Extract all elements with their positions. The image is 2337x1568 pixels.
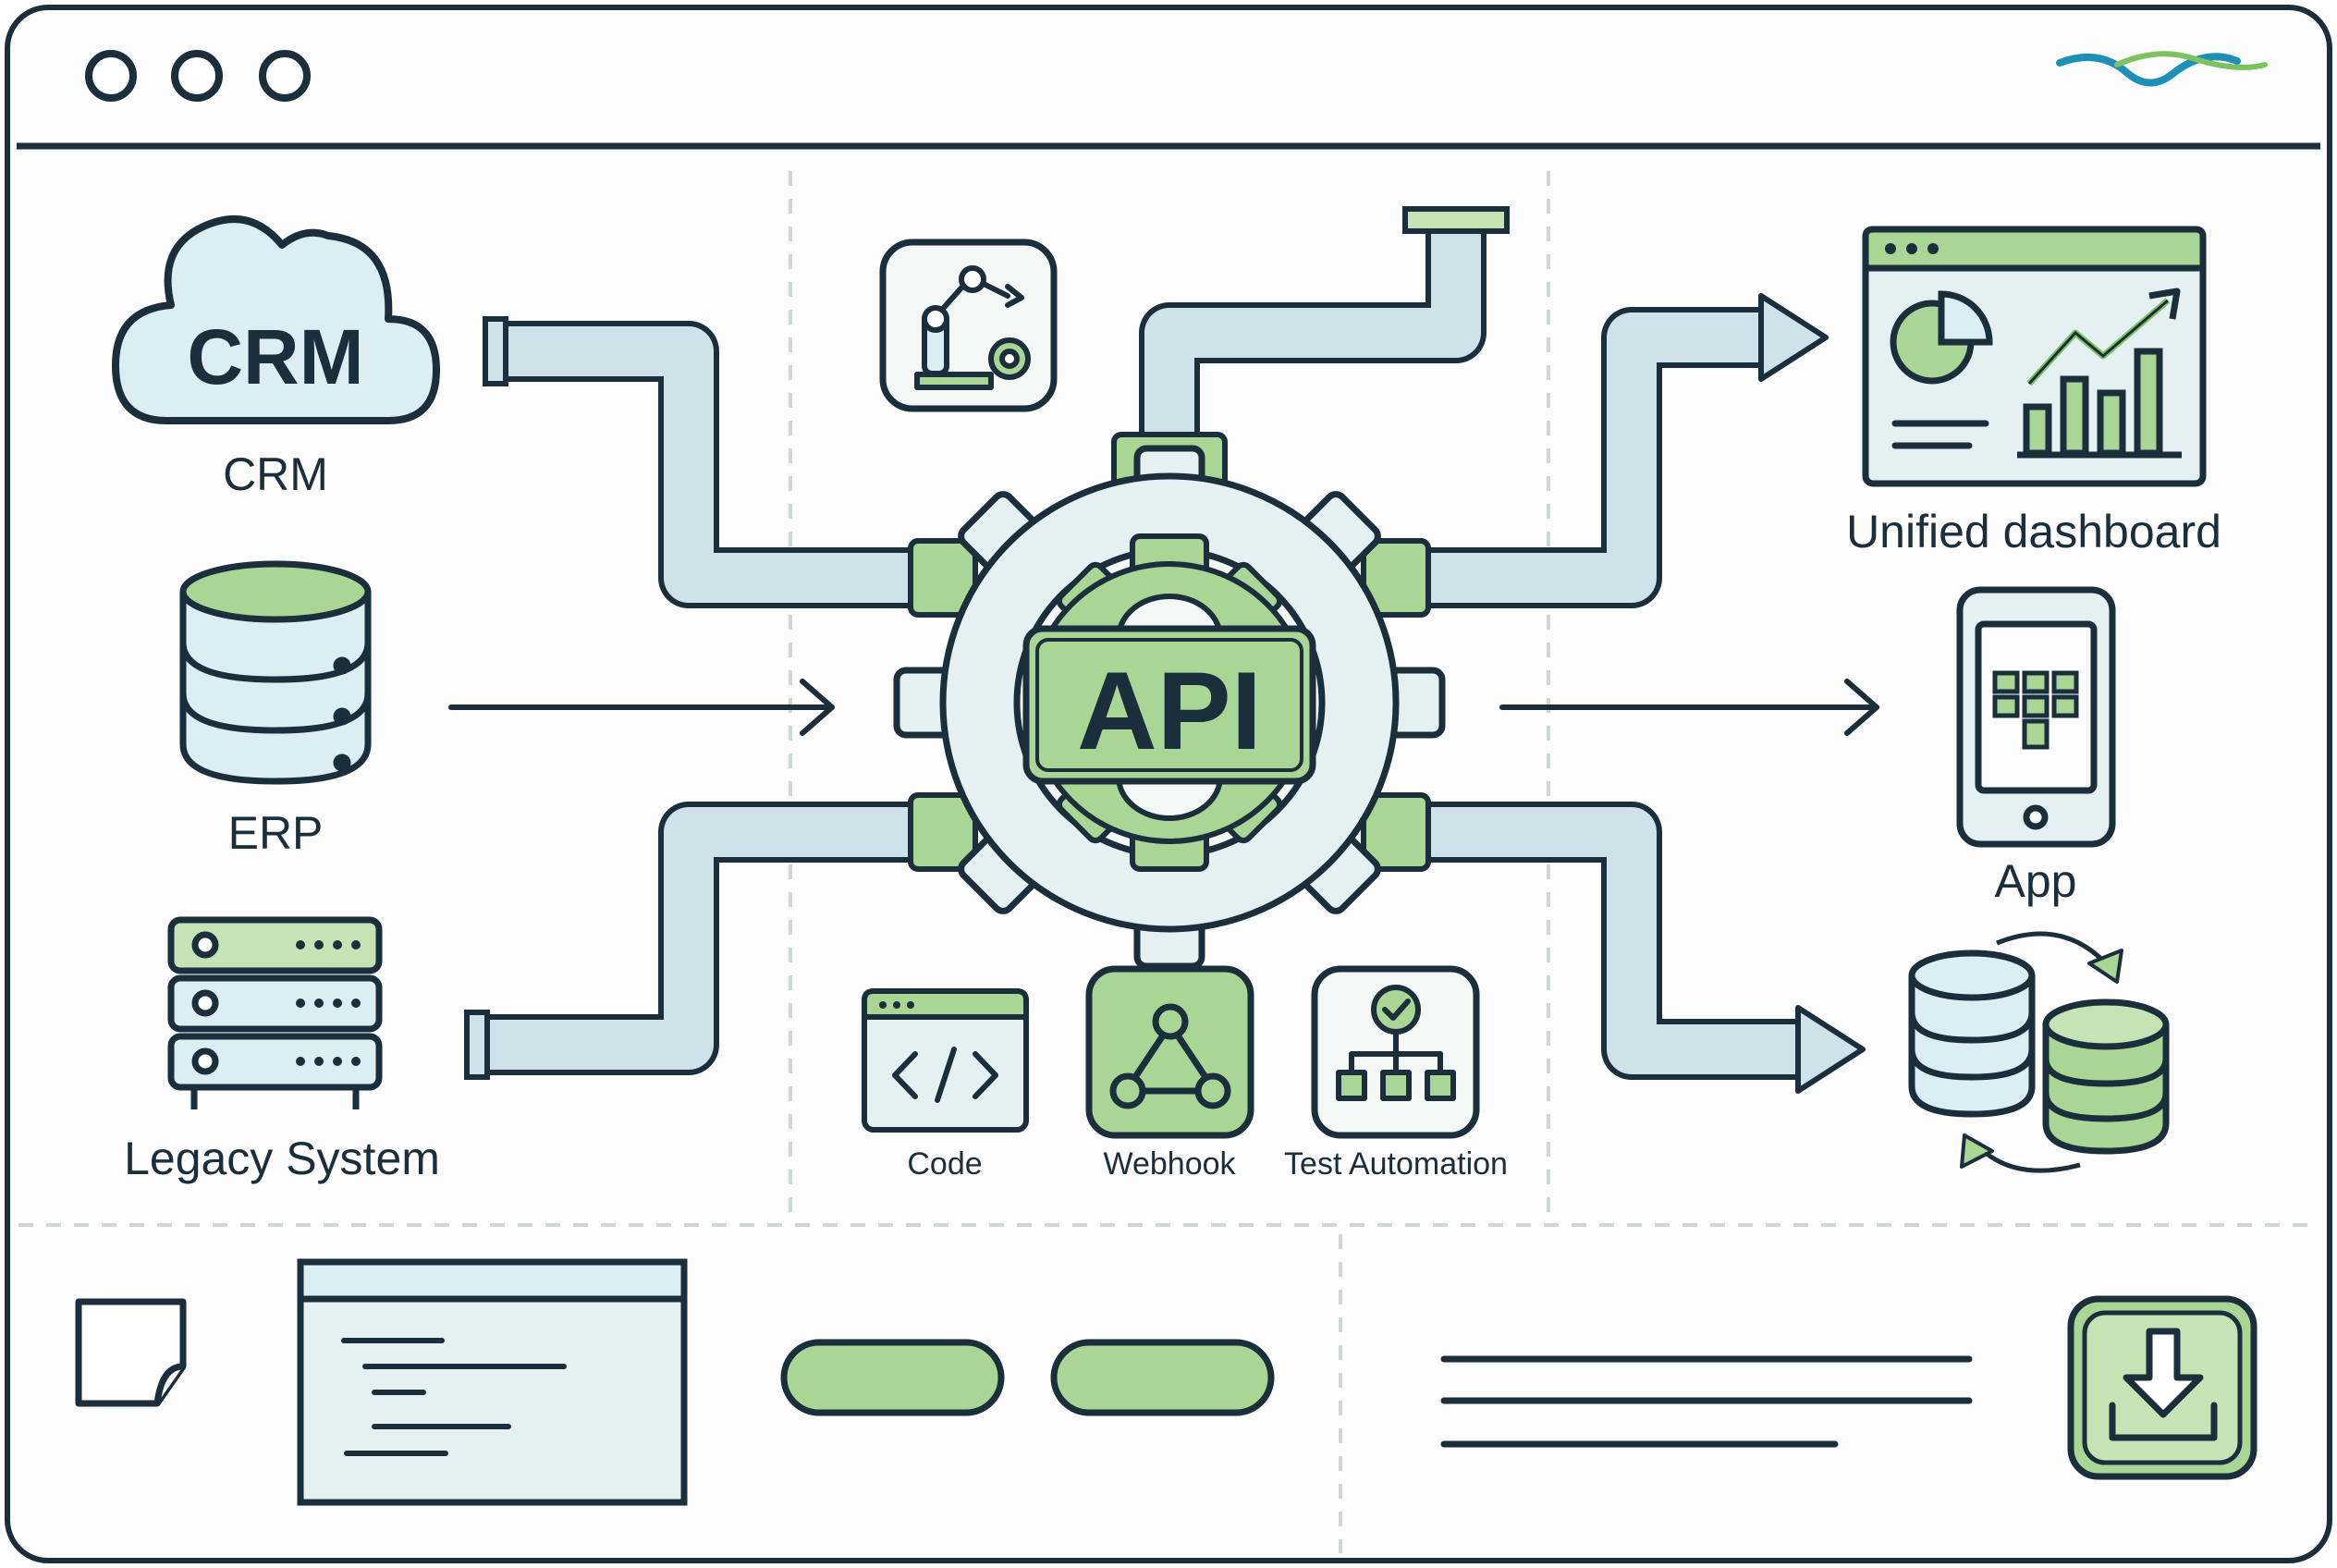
dashboard-icon	[1862, 226, 2207, 487]
target-label-app: App	[1995, 855, 2077, 907]
source-legacy[interactable]: Legacy System	[124, 916, 440, 1184]
text-lines-icon	[1440, 1355, 1973, 1448]
webhook-icon	[1109, 1003, 1231, 1109]
robot-arm-icon	[914, 265, 1031, 390]
api-hub[interactable]: API	[893, 432, 1446, 970]
tool-test[interactable]: Test Automation	[1284, 965, 1508, 1182]
top-tool[interactable]	[879, 239, 1058, 412]
download-icon[interactable]	[2067, 1295, 2257, 1480]
server-rack-icon	[167, 916, 383, 1109]
tool-label-test: Test Automation	[1284, 1146, 1508, 1182]
target-label-dashboard: Unified dashboard	[1846, 506, 2221, 557]
source-crm[interactable]: CRM CRM	[112, 215, 440, 500]
api-label: API	[1077, 649, 1262, 773]
pill-button-1[interactable]	[780, 1339, 1005, 1416]
tool-label-webhook: Webhook	[1103, 1146, 1236, 1182]
source-erp[interactable]: ERP	[179, 560, 372, 859]
source-label-erp: ERP	[228, 807, 324, 859]
flow-arrows	[448, 679, 1879, 736]
target-sync[interactable]	[1908, 931, 2170, 1173]
pill-button-2[interactable]	[1050, 1339, 1275, 1416]
api-badge: API	[1022, 625, 1316, 785]
tool-webhook[interactable]: Webhook	[1085, 965, 1254, 1182]
pipes	[476, 222, 1798, 1080]
tool-label-code: Code	[907, 1146, 982, 1182]
window-dot-1[interactable]	[85, 50, 137, 102]
database-icon	[179, 560, 372, 785]
wave-logo	[2056, 51, 2268, 87]
target-app[interactable]: App	[1956, 586, 2116, 907]
grid-guides	[18, 171, 2319, 1553]
source-label-crm: CRM	[223, 448, 328, 500]
phone-app-icon	[1956, 586, 2116, 848]
text-panel-icon[interactable]	[297, 1258, 688, 1506]
code-window-icon	[862, 988, 1029, 1133]
window-dot-3[interactable]	[259, 50, 311, 102]
note-icon[interactable]	[75, 1298, 187, 1407]
test-automation-icon	[1336, 985, 1456, 1101]
source-label-legacy: Legacy System	[124, 1133, 440, 1184]
window-controls[interactable]	[85, 50, 311, 102]
database-sync-icon	[1908, 931, 2170, 1173]
window-dot-2[interactable]	[171, 50, 223, 102]
footer	[75, 1258, 2257, 1506]
pipe-caps	[464, 206, 1866, 1094]
target-dashboard[interactable]: Unified dashboard	[1846, 226, 2221, 557]
cloud-icon: CRM	[112, 215, 440, 424]
cloud-icon-text: CRM	[187, 313, 363, 400]
tool-code[interactable]: Code	[862, 988, 1029, 1182]
